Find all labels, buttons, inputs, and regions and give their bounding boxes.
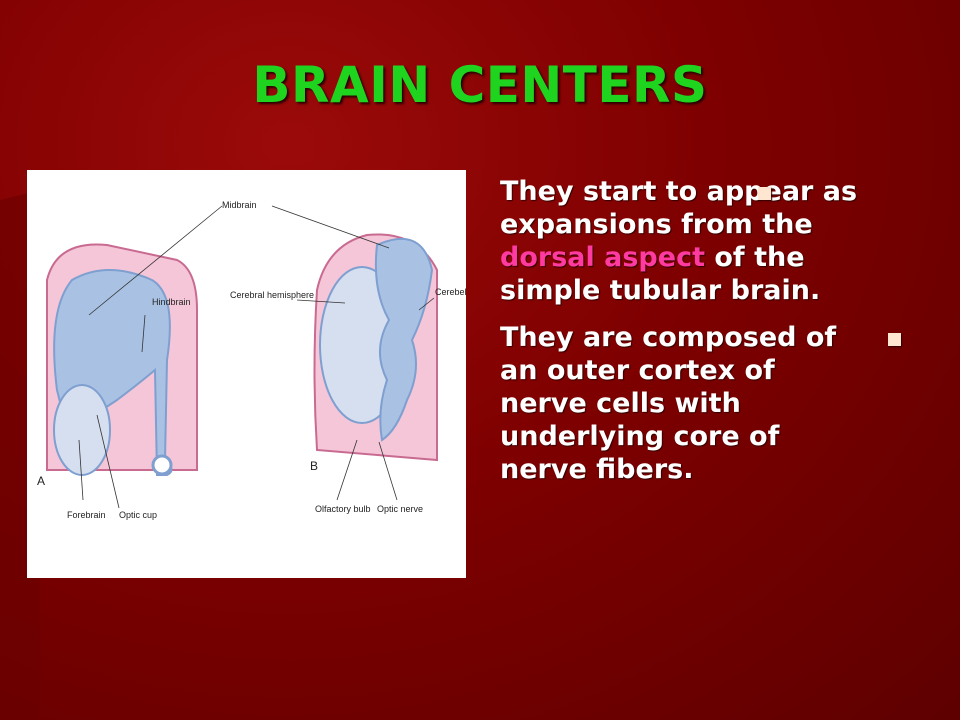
label-forebrain: Forebrain xyxy=(67,510,106,520)
label-olfactory-bulb: Olfactory bulb xyxy=(315,504,371,514)
square-bullet-icon xyxy=(758,187,771,200)
label-panel-a: A xyxy=(37,474,45,488)
bullet-item: They are composed of an outer cortex of … xyxy=(500,321,920,486)
label-optic-cup: Optic cup xyxy=(119,510,157,520)
bullet-item: They start to appear as expansions from … xyxy=(500,175,920,307)
label-optic-nerve: Optic nerve xyxy=(377,504,423,514)
square-bullet-icon xyxy=(888,333,901,346)
label-panel-b: B xyxy=(310,459,318,473)
brain-development-figure: Midbrain Hindbrain Forebrain Optic cup A… xyxy=(27,170,466,578)
slide-title: BRAIN CENTERS xyxy=(252,56,708,114)
bullet-text: They are composed of an outer cortex of … xyxy=(500,322,837,485)
highlight-dorsal-aspect: dorsal aspect xyxy=(500,242,705,273)
bullet-list: They start to appear as expansions from … xyxy=(500,175,920,500)
label-hindbrain: Hindbrain xyxy=(152,297,191,307)
label-midbrain: Midbrain xyxy=(222,200,257,210)
label-cerebellum: Cerebellum xyxy=(435,287,466,297)
bullet-text: They start to appear as expansions from … xyxy=(500,176,858,306)
label-cerebral-hemisphere: Cerebral hemisphere xyxy=(230,290,314,300)
